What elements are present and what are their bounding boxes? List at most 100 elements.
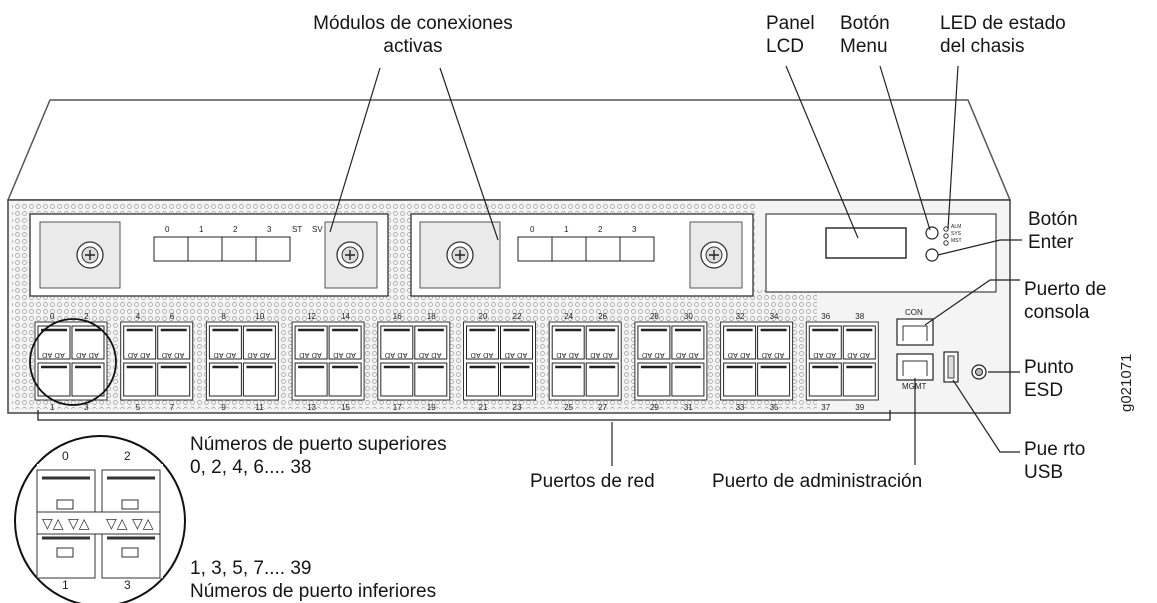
- network-port[interactable]: [808, 362, 842, 397]
- port-number-top: 12: [307, 312, 316, 321]
- svg-text:ⱭⱯ ⱭⱯ: ⱭⱯ ⱭⱯ: [590, 352, 613, 360]
- network-port[interactable]: [757, 325, 791, 360]
- network-port[interactable]: [328, 325, 362, 360]
- network-port[interactable]: [37, 362, 71, 397]
- network-port[interactable]: [551, 325, 585, 360]
- network-port[interactable]: [242, 362, 276, 397]
- svg-text:ⱭⱯ ⱭⱯ: ⱭⱯ ⱭⱯ: [162, 352, 185, 360]
- label-menu-line2: Menu: [840, 36, 888, 57]
- network-port[interactable]: [242, 325, 276, 360]
- network-port[interactable]: [500, 325, 533, 360]
- network-port[interactable]: [466, 325, 499, 360]
- network-port[interactable]: [157, 325, 191, 360]
- port-number-top: 4: [136, 312, 141, 321]
- network-port[interactable]: [585, 325, 619, 360]
- port-number-bottom: 31: [684, 403, 693, 412]
- zoom-bottom-left: 1: [62, 578, 69, 592]
- network-port[interactable]: [808, 325, 842, 360]
- port-number-top: 16: [393, 312, 402, 321]
- label-esd: Punto ESD: [1024, 356, 1074, 402]
- network-port[interactable]: [500, 362, 533, 397]
- label-bottom-ports: 1, 3, 5, 7.... 39 Números de puerto infe…: [190, 557, 436, 603]
- menu-button: [925, 226, 939, 240]
- network-port[interactable]: [157, 362, 191, 397]
- label-top-ports: Números de puerto superiores 0, 2, 4, 6.…: [190, 433, 447, 479]
- port-number-bottom: 35: [770, 403, 779, 412]
- port-number-top: 8: [221, 312, 226, 321]
- label-led-line2: del chasis: [940, 36, 1025, 57]
- port-number-bottom: 19: [427, 403, 436, 412]
- zoom-detail: ▽△ ▽△ ▽△ ▽△: [14, 435, 186, 603]
- network-port[interactable]: [71, 325, 105, 360]
- label-bottom-ports-line1: 1, 3, 5, 7.... 39: [190, 558, 312, 579]
- svg-text:ⱭⱯ ⱭⱯ: ⱭⱯ ⱭⱯ: [676, 352, 699, 360]
- port-number-top: 36: [821, 312, 830, 321]
- network-ports-bracket: [37, 410, 891, 421]
- network-port[interactable]: [585, 362, 619, 397]
- network-port[interactable]: [466, 362, 499, 397]
- network-port[interactable]: [208, 325, 242, 360]
- svg-text:ⱭⱯ ⱭⱯ: ⱭⱯ ⱭⱯ: [556, 352, 579, 360]
- led-mst-label: MST: [951, 238, 962, 244]
- port-number-bottom: 39: [855, 403, 864, 412]
- port-number-top: 22: [513, 312, 522, 321]
- network-port[interactable]: [637, 362, 671, 397]
- led-sys-label: SYS: [951, 231, 962, 237]
- svg-text:ⱭⱯ ⱭⱯ: ⱭⱯ ⱭⱯ: [333, 352, 356, 360]
- zoom-top-right: 2: [124, 449, 131, 463]
- module-left-port-3: 3: [267, 225, 272, 234]
- network-port[interactable]: [380, 362, 414, 397]
- con-label: CON: [905, 308, 923, 317]
- network-port[interactable]: [414, 325, 448, 360]
- port-number-top: 34: [770, 312, 779, 321]
- port-number-bottom: 3: [84, 403, 89, 412]
- module-left-port-0: 0: [165, 225, 170, 234]
- highlight-circle: [29, 318, 117, 406]
- svg-text:ⱭⱯ ⱭⱯ: ⱭⱯ ⱭⱯ: [642, 352, 665, 360]
- leader-lines: [329, 65, 1022, 466]
- enter-button: [925, 248, 939, 262]
- port-number-bottom: 29: [650, 403, 659, 412]
- label-enter-line2: Enter: [1028, 232, 1074, 253]
- network-port[interactable]: [842, 325, 876, 360]
- network-port[interactable]: [71, 362, 105, 397]
- label-management-port: Puerto de administración: [712, 471, 923, 492]
- network-port[interactable]: [551, 362, 585, 397]
- network-port[interactable]: [294, 362, 328, 397]
- network-port[interactable]: [414, 362, 448, 397]
- st-label: ST: [292, 225, 303, 234]
- label-led: LED de estado del chasis: [940, 12, 1066, 58]
- network-port[interactable]: [637, 325, 671, 360]
- label-led-line1: LED de estado: [940, 13, 1066, 34]
- svg-text:ⱭⱯ ⱭⱯ: ⱭⱯ ⱭⱯ: [299, 352, 322, 360]
- module-right-port-0: 0: [530, 225, 535, 234]
- network-port[interactable]: [380, 325, 414, 360]
- label-usb-line1: Pue rto: [1024, 439, 1086, 460]
- svg-text:▽△ ▽△: ▽△ ▽△: [42, 516, 90, 532]
- network-port[interactable]: [757, 362, 791, 397]
- network-port[interactable]: [208, 362, 242, 397]
- network-port[interactable]: [123, 362, 157, 397]
- network-port[interactable]: [723, 325, 757, 360]
- network-port[interactable]: [671, 325, 705, 360]
- label-console: Puerto de consola: [1024, 278, 1106, 324]
- port-number-bottom: 21: [479, 403, 488, 412]
- label-modules-line1: Módulos de conexiones: [313, 13, 513, 34]
- network-port[interactable]: [328, 362, 362, 397]
- label-top-ports-line2: 0, 2, 4, 6.... 38: [190, 457, 312, 478]
- network-port[interactable]: [842, 362, 876, 397]
- port-number-top: 28: [650, 312, 659, 321]
- active-module-left: [29, 213, 389, 297]
- port-number-top: 2: [84, 312, 89, 321]
- svg-text:ⱭⱯ ⱭⱯ: ⱭⱯ ⱭⱯ: [813, 352, 836, 360]
- network-port[interactable]: [294, 325, 328, 360]
- network-port[interactable]: [723, 362, 757, 397]
- port-number-bottom: 23: [513, 403, 522, 412]
- network-port[interactable]: [123, 325, 157, 360]
- label-lcd-line2: LCD: [766, 36, 805, 57]
- label-modules-line2: activas: [383, 36, 443, 57]
- network-port[interactable]: [671, 362, 705, 397]
